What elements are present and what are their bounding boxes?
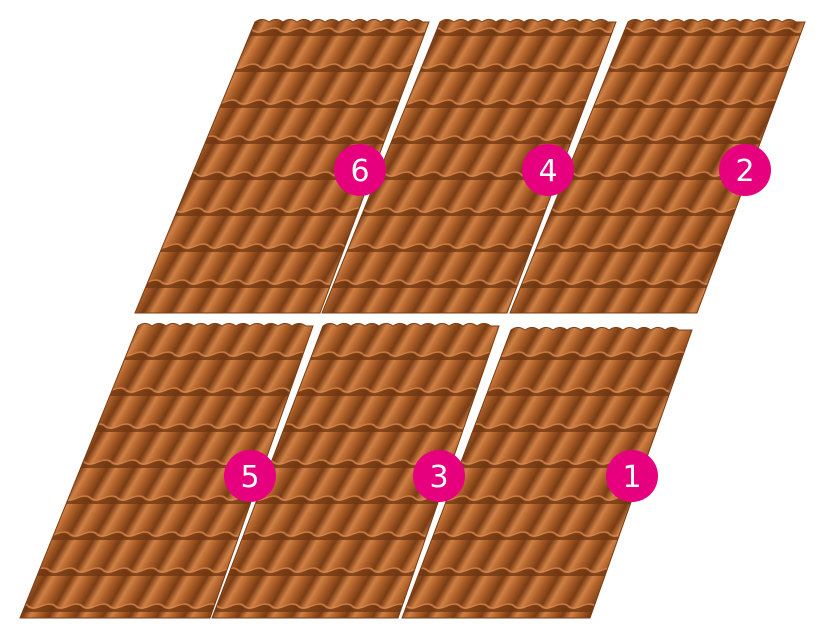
- badge-5: 5: [224, 450, 276, 502]
- badge-4-label: 4: [538, 154, 557, 189]
- badge-3-label: 3: [429, 460, 448, 495]
- tile-sheet-3: [211, 323, 500, 619]
- tile-sheet-6: [134, 19, 430, 314]
- tile-sheet-2: [509, 19, 806, 314]
- badge-5-label: 5: [240, 460, 259, 495]
- badge-6-label: 6: [350, 154, 369, 189]
- tile-sheets: [19, 19, 806, 619]
- sheet-number-badges: 6 4 2 5 3 1: [224, 144, 771, 502]
- badge-2-label: 2: [735, 154, 754, 189]
- badge-4: 4: [522, 144, 574, 196]
- tile-sheet-5: [19, 323, 314, 619]
- tile-sheet-1: [401, 327, 693, 619]
- tile-sheet-4: [321, 19, 617, 314]
- badge-1-label: 1: [622, 460, 641, 495]
- badge-1: 1: [606, 450, 658, 502]
- badge-3: 3: [413, 450, 465, 502]
- badge-2: 2: [719, 144, 771, 196]
- badge-6: 6: [334, 144, 386, 196]
